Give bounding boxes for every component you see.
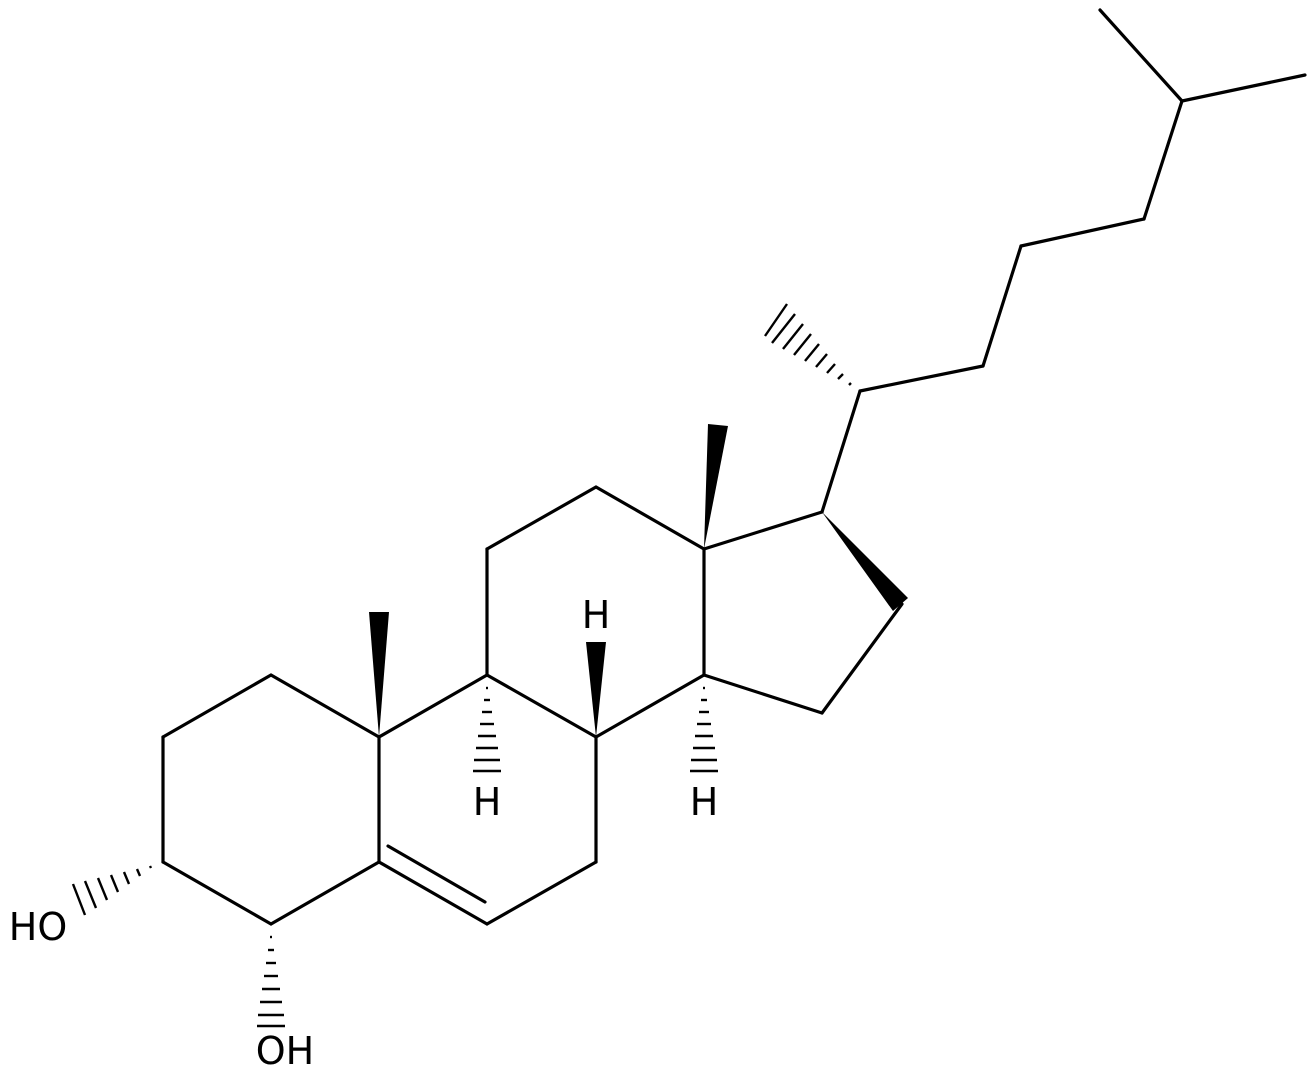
hash-c3-oh (71, 865, 153, 916)
bond-c8-c9 (485, 673, 598, 739)
wedge-c17-c16 (822, 512, 908, 611)
bond-c1-c2 (161, 673, 273, 739)
hash-c9-h (473, 686, 501, 773)
bond-c13-c17 (702, 510, 824, 551)
wedge-c13-methyl (704, 424, 728, 549)
bond-c15-c14 (702, 673, 824, 715)
wedge-c8-h (586, 642, 606, 737)
bond-c10-c1 (269, 673, 381, 739)
label-ho-c3: HO (9, 905, 67, 949)
hash-c20-methyl (764, 303, 852, 386)
side-chain-bonds (820, 8, 1307, 514)
label-h-c8: H (582, 593, 611, 637)
ring-c-bonds (485, 485, 706, 739)
bond-c4-c5 (269, 860, 381, 926)
bond-c11-c12 (485, 485, 598, 551)
bond-c12-c13 (594, 485, 706, 551)
label-h-c14: H (690, 780, 719, 824)
hash-c4-oh (257, 935, 285, 1028)
bond-c23-c24 (1019, 217, 1146, 248)
bond-c24-c25 (1142, 99, 1184, 221)
wedge-bonds (369, 424, 908, 737)
bond-c25-c27 (1180, 73, 1307, 103)
bond-c6-c7 (485, 860, 598, 926)
bond-c17-c20 (820, 389, 862, 514)
bond-c5-c6 (377, 860, 489, 926)
ring-d-bonds (702, 510, 904, 715)
hashed-bonds (71, 303, 852, 1028)
bond-c16-c15 (820, 602, 904, 715)
hash-c14-h (690, 686, 718, 773)
label-oh-c4: OH (256, 1029, 314, 1073)
bond-c5-c6-double (386, 844, 487, 904)
ring-a-bonds (161, 673, 381, 926)
bond-c3-c4 (161, 860, 273, 926)
label-h-c9: H (473, 780, 502, 824)
wedge-c10-methyl (369, 612, 389, 737)
bond-c25-c26 (1098, 8, 1184, 103)
bond-c14-c8 (594, 673, 706, 739)
ring-b-bonds (377, 673, 598, 926)
bond-c20-c22 (858, 364, 985, 393)
bond-c9-c10 (377, 673, 489, 739)
atom-labels: HO OH H H H (9, 593, 719, 1073)
bond-c22-c23 (981, 244, 1023, 368)
